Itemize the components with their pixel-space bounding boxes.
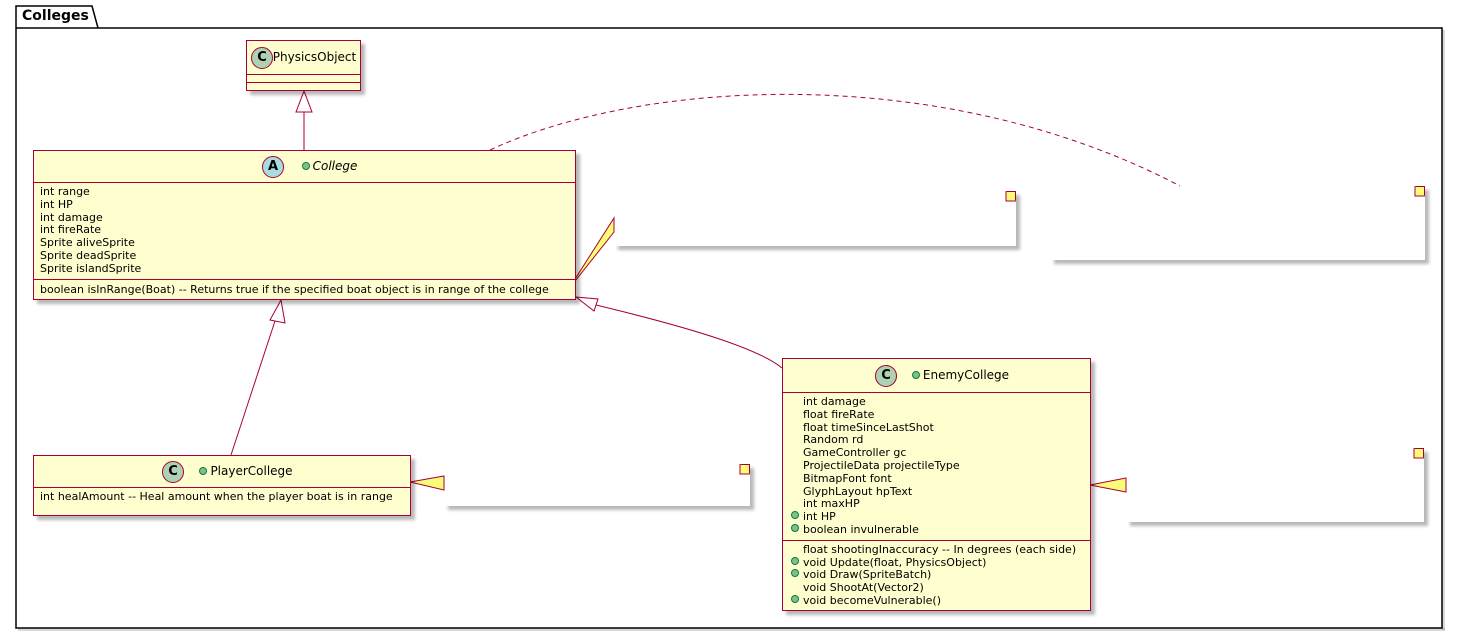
member-text: ProjectileData projectileType [803, 458, 960, 472]
member-row: boolean isInRange(Boat) -- Returns true … [40, 283, 549, 296]
member-row: BitmapFont font [803, 471, 1084, 486]
public-visibility-icon [790, 523, 800, 537]
member-text: void Draw(SpriteBatch) [803, 568, 932, 582]
member-row: int range [40, 185, 90, 198]
member-text: int maxHP [803, 497, 860, 511]
member-row: void becomeVulnerable() [791, 593, 1084, 608]
member-row: int maxHP [803, 497, 1084, 511]
member-row: void Update(float, PhysicsObject) [791, 555, 1084, 570]
member-row: boolean invulnerable [791, 522, 1084, 537]
public-visibility-icon [790, 556, 800, 570]
class-name-text: EnemyCollege [922, 368, 1010, 382]
member-row: Sprite aliveSprite [40, 236, 135, 250]
class-name: PlayerCollege [199, 464, 293, 478]
member-row: float shootingInaccuracy -- In degrees (… [803, 542, 1084, 557]
edge-enemycollege-college [595, 304, 783, 369]
class-circle-icon: C [251, 47, 273, 69]
public-icon [199, 466, 208, 475]
member-row: float fireRate [803, 407, 1084, 422]
class-name: EnemyCollege [911, 368, 1010, 382]
member-text: GlyphLayout hpText [803, 484, 913, 498]
member-row: Random rd [803, 433, 1084, 447]
member-text: float shootingInaccuracy -- In degrees (… [803, 542, 1077, 556]
class-methods: float shootingInaccuracy -- In degrees (… [783, 541, 1090, 611]
inherit-arrow-college-2 [574, 296, 599, 312]
class-name: College [301, 159, 358, 173]
inherit-arrow-college-1 [269, 298, 286, 324]
member-text: int damage [803, 395, 866, 408]
class-physicsobject[interactable]: C PhysicsObject [246, 40, 361, 91]
class-circle-icon: C [162, 461, 184, 483]
package-title: Colleges [22, 8, 89, 24]
member-row: void ShootAt(Vector2) [803, 581, 1084, 595]
member-row: void Draw(SpriteBatch) [791, 568, 1084, 582]
member-text: float fireRate [803, 407, 875, 421]
inherit-arrow-physicsobject [295, 89, 313, 113]
member-row: ProjectileData projectileType [803, 458, 1084, 473]
member-row: GlyphLayout hpText [803, 484, 1084, 499]
member-text: Random rd [803, 433, 864, 447]
class-name-text: PlayerCollege [210, 464, 293, 478]
member-text: float timeSinceLastShot [803, 420, 934, 434]
member-text: void Update(float, PhysicsObject) [803, 555, 987, 569]
member-row: int damage [803, 395, 1084, 409]
member-text: void becomeVulnerable() [803, 593, 941, 607]
class-name: PhysicsObject [272, 50, 357, 64]
member-text: GameController gc [803, 446, 907, 460]
member-row: int fireRate [40, 223, 102, 237]
member-text: boolean invulnerable [803, 522, 919, 536]
class-name-text: College [312, 159, 358, 173]
class-fields-empty [247, 75, 360, 83]
member-row: Sprite deadSprite [40, 248, 137, 262]
class-fields: int healAmount -- Heal amount when the p… [34, 488, 410, 514]
abstract-circle-icon: A [262, 156, 284, 178]
member-row: int HP [40, 197, 73, 211]
class-circle-icon: C [875, 365, 897, 387]
member-row: GameController gc [803, 446, 1084, 460]
member-text: BitmapFont font [803, 471, 892, 485]
member-row: int healAmount -- Heal amount when the p… [40, 490, 393, 503]
class-playercollege[interactable]: C PlayerCollege int healAmount -- Heal a… [33, 455, 411, 516]
member-text: int HP [803, 510, 836, 524]
edge-playercollege-college [230, 320, 276, 456]
class-methods: boolean isInRange(Boat) -- Returns true … [34, 280, 575, 300]
member-row: Sprite islandSprite [40, 261, 142, 275]
public-visibility-icon [790, 594, 800, 608]
public-icon [301, 161, 310, 170]
member-row: int damage [40, 210, 103, 224]
member-row: float timeSinceLastShot [803, 420, 1084, 435]
public-icon [911, 370, 920, 379]
note-link-abstract [489, 93, 1181, 187]
member-row: int HP [791, 510, 1084, 524]
public-visibility-icon [790, 569, 800, 582]
public-visibility-icon [790, 511, 800, 524]
member-text: void ShootAt(Vector2) [803, 581, 924, 595]
